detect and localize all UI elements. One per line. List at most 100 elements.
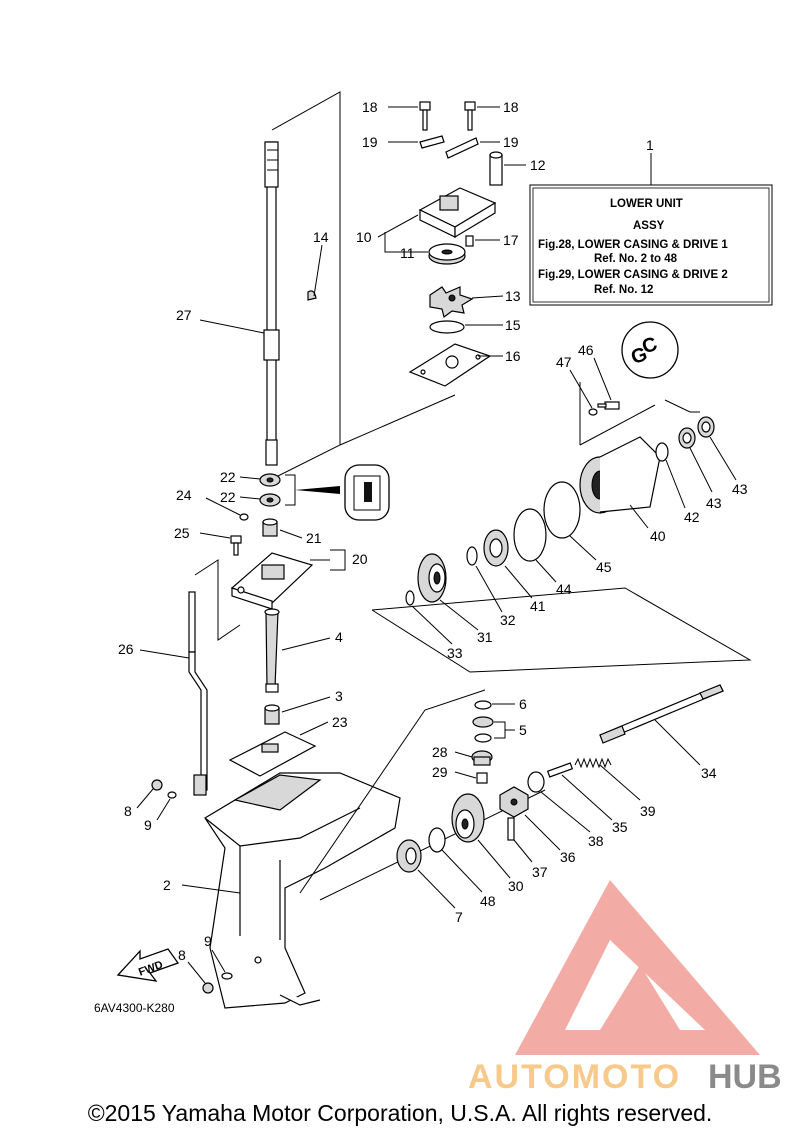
callout-17: 17 (503, 232, 519, 248)
grease-pointer-arrow (295, 486, 340, 494)
callout-22-upper: 22 (220, 469, 236, 485)
fwd-arrow-icon (116, 948, 180, 982)
bolt-8-lower (202, 972, 233, 994)
info-box-ref-2-48: Ref. No. 2 to 48 (594, 253, 678, 265)
dog-clutch (499, 786, 529, 818)
callout-29: 29 (432, 764, 448, 780)
lower-unit-info-box (529, 153, 773, 306)
cross-pin (507, 817, 515, 841)
insert-cartridge (428, 243, 466, 265)
grease-icon (344, 464, 390, 521)
callout-20: 20 (352, 551, 368, 567)
callout-19-right: 19 (503, 134, 519, 150)
callout-30: 30 (508, 878, 524, 894)
forward-gear (451, 793, 485, 843)
callout-41: 41 (530, 598, 546, 614)
callout-6: 6 (519, 696, 527, 712)
diagram-code: 6AV4300-K280 (94, 1001, 175, 1015)
info-box-ref-12: Ref. No. 12 (594, 284, 653, 296)
callout-28: 28 (432, 744, 448, 760)
impeller (429, 286, 474, 319)
water-pump-housing (418, 187, 497, 239)
needle-bearing-5 (472, 716, 494, 743)
callout-19-left: 19 (362, 134, 378, 150)
bearings-22 (259, 473, 281, 507)
callout-10: 10 (356, 229, 372, 245)
callout-23: 23 (332, 714, 348, 730)
callout-18-left: 18 (362, 99, 378, 115)
callout-21: 21 (306, 530, 322, 546)
callout-9-upper: 9 (144, 817, 152, 833)
taper-bearing-7 (396, 839, 422, 873)
shift-spring (574, 757, 612, 769)
drive-shaft (263, 141, 280, 466)
water-tube-4 (264, 608, 280, 693)
propeller-bearing-housing (579, 436, 661, 514)
callout-42: 42 (684, 509, 700, 525)
callout-13: 13 (505, 288, 521, 304)
callout-2: 2 (163, 877, 171, 893)
o-ring-gasket (429, 320, 465, 334)
seal-rings-42-43 (655, 416, 715, 462)
spring-clip (527, 771, 545, 793)
nut-29 (476, 772, 488, 784)
callout-44: 44 (556, 581, 572, 597)
callout-14: 14 (313, 229, 329, 245)
info-box-fig28: Fig.28, LOWER CASING & DRIVE 1 (538, 239, 728, 251)
reverse-gear (417, 553, 447, 603)
callout-46: 46 (578, 342, 594, 358)
o-ring-45 (543, 481, 581, 539)
svg-text:C: C (639, 333, 660, 359)
ball-bearing-41 (483, 529, 509, 567)
outer-plate-cartridge (408, 343, 492, 387)
bolt-8-upper (151, 779, 177, 799)
callout-8-lower: 8 (178, 947, 186, 963)
callout-3: 3 (335, 688, 343, 704)
info-box-fig29: Fig.29, LOWER CASING & DRIVE 2 (538, 269, 728, 281)
bracket-line-26 (194, 559, 241, 641)
automotohub-watermark-logo (515, 880, 760, 1055)
info-box-title: LOWER UNIT (610, 198, 683, 210)
callout-37: 37 (532, 864, 548, 880)
callout-5: 5 (519, 722, 527, 738)
callout-11: 11 (400, 245, 415, 261)
water-tube (489, 151, 503, 186)
info-box-assy: ASSY (633, 220, 665, 232)
callout-48: 48 (480, 893, 496, 909)
grease-gc-icon: G C (621, 321, 679, 379)
callout-31: 31 (477, 629, 493, 645)
callout-35: 35 (612, 819, 628, 835)
callout-39: 39 (640, 803, 656, 819)
o-ring-44 (513, 508, 547, 562)
callout-18-right: 18 (503, 99, 519, 115)
callout-38: 38 (588, 833, 604, 849)
callout-34: 34 (701, 765, 717, 781)
callout-22-lower: 22 (220, 489, 236, 505)
callout-26: 26 (118, 641, 134, 657)
shift-plunger (546, 762, 574, 778)
bearing-housing (230, 552, 314, 610)
lower-casing (204, 772, 401, 1009)
sleeve (262, 518, 278, 537)
bolts-18 (419, 101, 476, 131)
watermark-brand-hub: HUB (708, 1058, 782, 1096)
dowel-pin (465, 235, 474, 247)
svg-text:G: G (628, 343, 650, 369)
callout-9-lower: 9 (204, 933, 212, 949)
callout-12: 12 (530, 157, 546, 173)
bolt-46 (588, 401, 620, 416)
bolt-25 (230, 535, 242, 556)
shim-48 (428, 827, 446, 853)
small-seal (239, 513, 249, 521)
callout-36: 36 (560, 849, 576, 865)
callout-24: 24 (176, 487, 192, 503)
shim-33 (405, 590, 415, 606)
callout-47: 47 (556, 354, 572, 370)
callout-40: 40 (650, 528, 666, 544)
propeller-shaft (599, 684, 724, 744)
callout-43-right: 43 (732, 481, 748, 497)
callout-8-upper: 8 (124, 803, 132, 819)
callout-27: 27 (176, 307, 192, 323)
copyright-notice: ©2015 Yamaha Motor Corporation, U.S.A. A… (87, 1100, 713, 1126)
callout-33: 33 (447, 645, 463, 661)
